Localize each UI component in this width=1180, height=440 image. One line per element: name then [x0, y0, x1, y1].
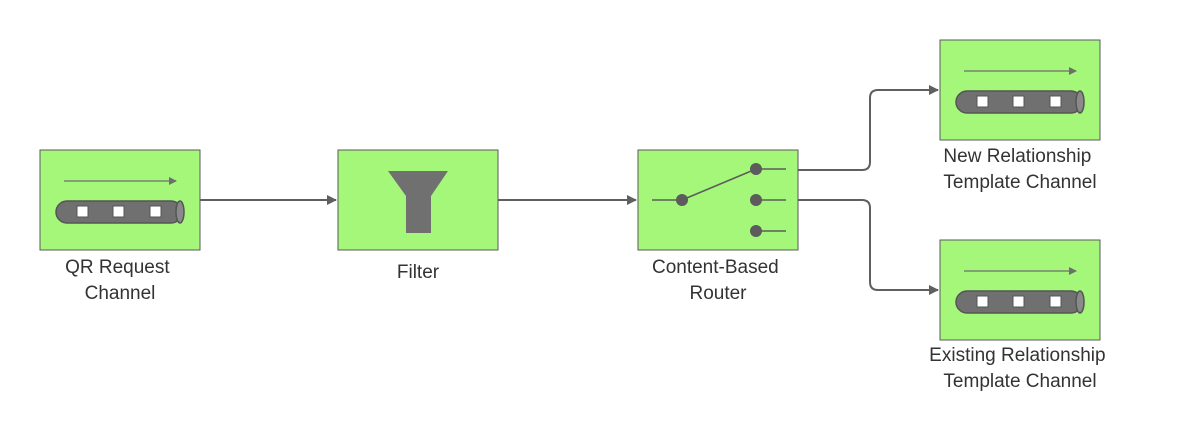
- node-qr-request-channel[interactable]: QR Request Channel: [39, 149, 201, 304]
- node-content-based-router[interactable]: Content-Based Router: [637, 149, 799, 304]
- existing-relationship-template-channel-box: [939, 239, 1101, 341]
- funnel-icon: [388, 171, 448, 233]
- existing-relationship-template-channel-label-line-2: Template Channel: [943, 371, 1096, 392]
- qr-request-channel-label: QR Request Channel: [65, 257, 175, 304]
- new-relationship-template-channel-label-line-1: New Relationship: [943, 146, 1091, 167]
- qr-request-channel-box: [39, 149, 201, 251]
- node-existing-relationship-template-channel[interactable]: Existing Relationship Template Channel: [929, 239, 1111, 392]
- connectors: [200, 85, 939, 295]
- filter-label-line-1: Filter: [397, 262, 440, 283]
- new-relationship-template-channel-label: New Relationship Template Channel: [943, 146, 1096, 193]
- message-channel-icon: [955, 267, 1085, 314]
- message-channel-icon: [955, 67, 1085, 114]
- edge-router-to-new-template: [798, 85, 939, 171]
- node-new-relationship-template-channel[interactable]: New Relationship Template Channel: [939, 39, 1101, 193]
- qr-request-channel-label-line-1: QR Request: [65, 257, 170, 278]
- node-filter[interactable]: Filter: [337, 149, 499, 283]
- message-channel-icon: [55, 177, 185, 224]
- edge-router-to-existing-template: [798, 199, 939, 295]
- existing-relationship-template-channel-label-line-1: Existing Relationship: [929, 345, 1105, 366]
- qr-request-channel-label-line-2: Channel: [85, 283, 156, 304]
- new-relationship-template-channel-box: [939, 39, 1101, 141]
- new-relationship-template-channel-label-line-2: Template Channel: [943, 172, 1096, 193]
- filter-label: Filter: [397, 262, 440, 283]
- content-based-router-label-line-2: Router: [689, 283, 747, 304]
- content-based-router-label-line-1: Content-Based: [652, 257, 779, 278]
- switch-router-icon: [652, 163, 786, 237]
- existing-relationship-template-channel-label: Existing Relationship Template Channel: [929, 345, 1111, 392]
- content-based-router-label: Content-Based Router: [652, 257, 784, 304]
